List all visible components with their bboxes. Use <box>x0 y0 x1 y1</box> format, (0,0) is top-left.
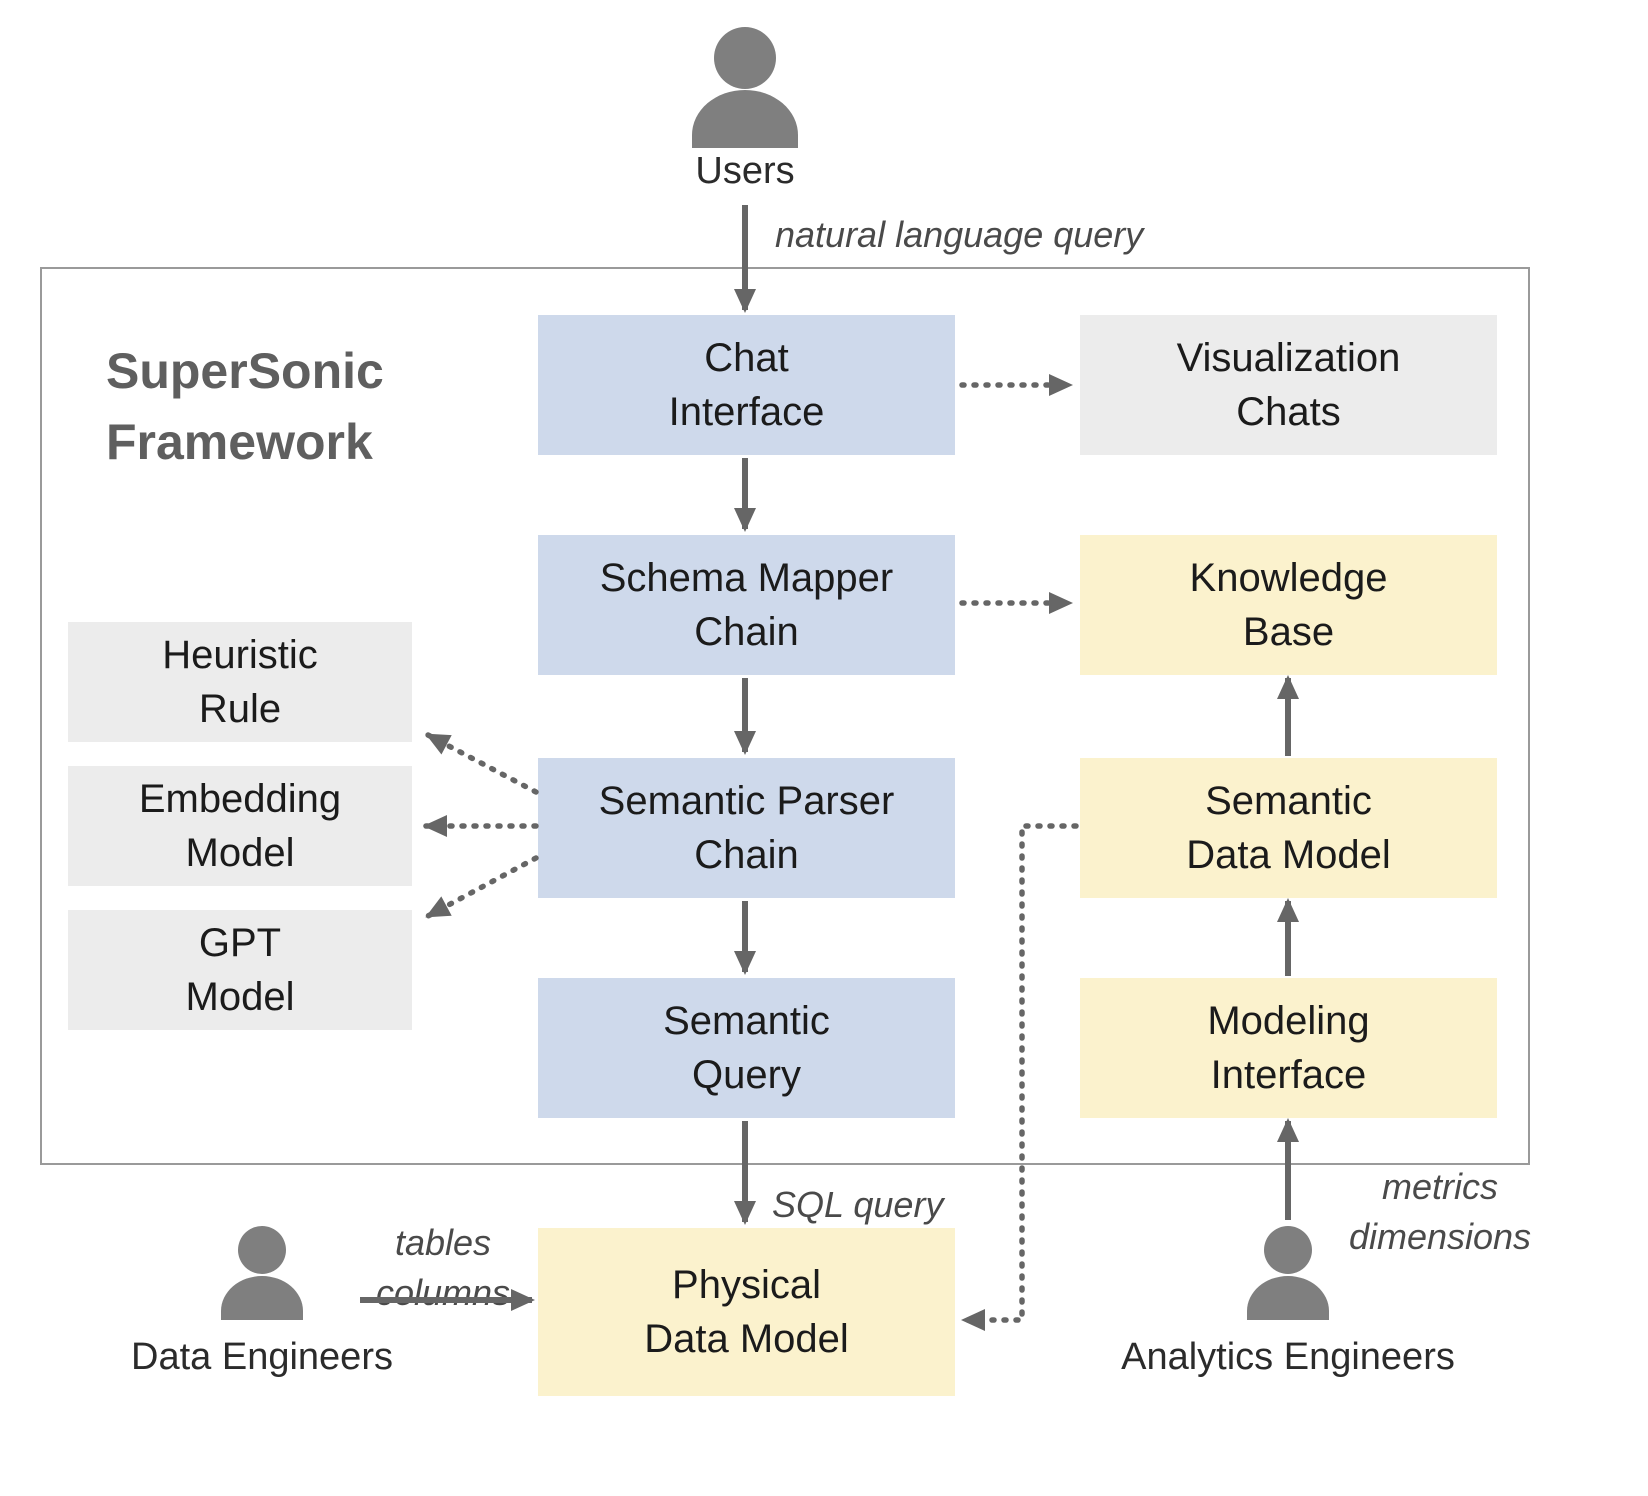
node-visualization-chats: Visualization Chats <box>1080 315 1497 455</box>
framework-container <box>40 267 1530 1165</box>
edge-label-metrics-dimensions: metrics dimensions <box>1348 1166 1532 1258</box>
data-engineers-label: Data Engineers <box>131 1336 393 1378</box>
edge-label-tables-columns: tables columns <box>375 1222 511 1314</box>
edge-label-sql-query: SQL query <box>772 1184 944 1225</box>
node-semantic-data-model: Semantic Data Model <box>1080 758 1497 898</box>
analytics-engineers-label: Analytics Engineers <box>1121 1336 1455 1378</box>
node-semantic-parser-chain: Semantic Parser Chain <box>538 758 955 898</box>
framework-title: SuperSonic Framework <box>106 343 384 470</box>
node-schema-mapper-chain: Schema Mapper Chain <box>538 535 955 675</box>
node-gpt-model: GPT Model <box>68 910 412 1030</box>
data-engineers-icon <box>221 1226 303 1320</box>
node-semantic-query: Semantic Query <box>538 978 955 1118</box>
node-heuristic-rule: Heuristic Rule <box>68 622 412 742</box>
node-knowledge-base: Knowledge Base <box>1080 535 1497 675</box>
node-chat-interface: Chat Interface <box>538 315 955 455</box>
edge-label-natural-language-query: natural language query <box>775 214 1144 255</box>
node-modeling-interface: Modeling Interface <box>1080 978 1497 1118</box>
node-embedding-model: Embedding Model <box>68 766 412 886</box>
node-physical-data-model: Physical Data Model <box>538 1228 955 1396</box>
users-label: Users <box>695 150 795 192</box>
analytics-engineers-icon <box>1247 1226 1329 1320</box>
users-icon <box>692 27 798 148</box>
